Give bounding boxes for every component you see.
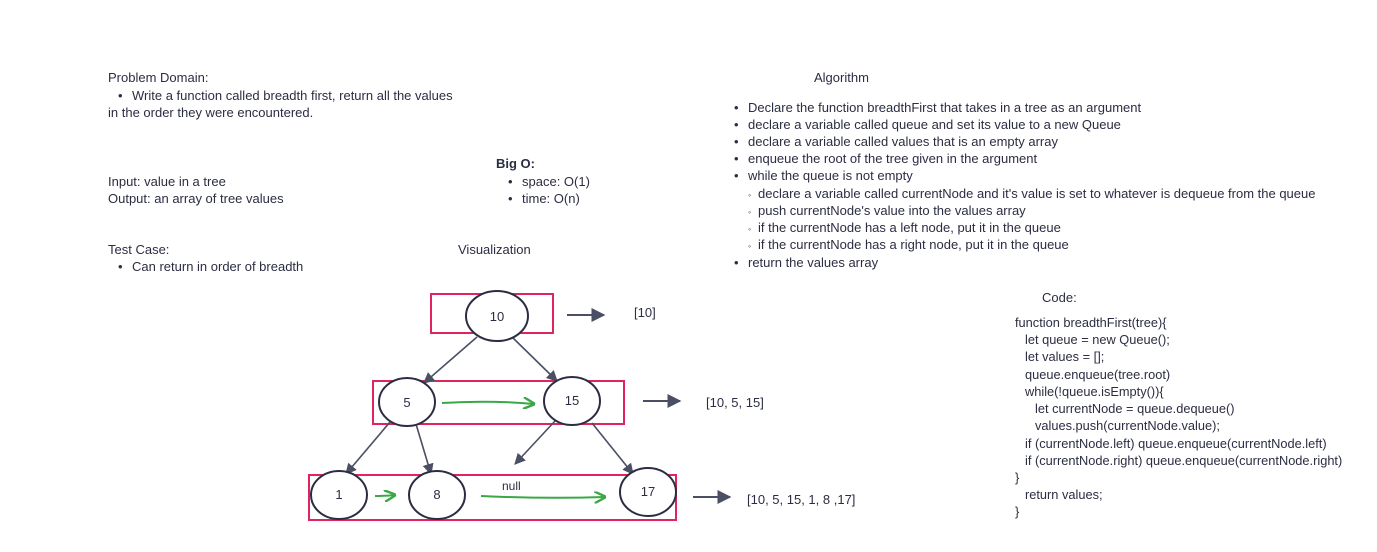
problem-domain-bullet: Write a function called breadth first, r… bbox=[118, 87, 453, 104]
code-line: return values; bbox=[1025, 487, 1103, 502]
algorithm-substep: push currentNode's value into the values… bbox=[748, 202, 1026, 221]
algorithm-step: declare a variable called queue and set … bbox=[734, 116, 1121, 133]
traversal-arrow bbox=[441, 402, 534, 404]
code-line: while(!queue.isEmpty()){ bbox=[1025, 384, 1164, 399]
code-line: } bbox=[1015, 504, 1020, 519]
tree-node bbox=[378, 377, 436, 427]
output-text: Output: an array of tree values bbox=[108, 191, 284, 206]
code-title: Code: bbox=[1042, 290, 1077, 305]
node-label: 15 bbox=[565, 393, 579, 408]
algorithm-step: enqueue the root of the tree given in th… bbox=[734, 150, 1037, 167]
null-label: null bbox=[502, 479, 521, 493]
algorithm-substep: if the currentNode has a left node, put … bbox=[748, 219, 1061, 238]
visualization-title: Visualization bbox=[458, 242, 531, 257]
test-case-title: Test Case: bbox=[108, 242, 170, 257]
tree-node bbox=[619, 467, 677, 517]
algorithm-step: declare a variable called values that is… bbox=[734, 133, 1058, 150]
big-o-item: space: O(1) bbox=[508, 173, 590, 190]
tree-node bbox=[408, 470, 466, 520]
big-o-item: time: O(n) bbox=[508, 190, 580, 207]
code-line: } bbox=[1015, 470, 1020, 485]
edge-15-null bbox=[514, 420, 556, 465]
tree-node bbox=[310, 470, 368, 520]
traversal-arrow bbox=[374, 495, 395, 496]
edge-15-17 bbox=[591, 422, 634, 475]
code-line: queue.enqueue(tree.root) bbox=[1025, 367, 1171, 382]
code-line: if (currentNode.right) queue.enqueue(cur… bbox=[1025, 453, 1343, 468]
code-line: function breadthFirst(tree){ bbox=[1015, 315, 1167, 330]
code-line: let values = []; bbox=[1025, 349, 1105, 364]
problem-domain-continuation: in the order they were encountered. bbox=[108, 105, 314, 120]
tree-node bbox=[465, 290, 529, 342]
result-label: [10, 5, 15] bbox=[706, 395, 764, 410]
result-label: [10] bbox=[634, 305, 656, 320]
algorithm-substep: if the currentNode has a right node, put… bbox=[748, 236, 1069, 255]
big-o-title: Big O: bbox=[496, 156, 535, 171]
level-1-box bbox=[372, 380, 625, 425]
edge-5-1 bbox=[345, 421, 391, 475]
result-label: [10, 5, 15, 1, 8 ,17] bbox=[747, 492, 855, 507]
test-case-item: Can return in order of breadth bbox=[118, 258, 303, 275]
node-label: 8 bbox=[433, 487, 440, 502]
node-label: 10 bbox=[490, 309, 504, 324]
algorithm-step: return the values array bbox=[734, 254, 878, 271]
code-line: if (currentNode.left) queue.enqueue(curr… bbox=[1025, 436, 1327, 451]
edge-10-5 bbox=[423, 336, 478, 384]
node-label: 5 bbox=[403, 395, 410, 410]
problem-domain-title: Problem Domain: bbox=[108, 70, 209, 85]
code-line: let currentNode = queue.dequeue() bbox=[1035, 401, 1235, 416]
code-line: values.push(currentNode.value); bbox=[1035, 418, 1220, 433]
algorithm-step: while the queue is not empty bbox=[734, 167, 913, 184]
algorithm-substep: declare a variable called currentNode an… bbox=[748, 185, 1315, 204]
traversal-arrow bbox=[480, 496, 605, 498]
problem-domain-text: Write a function called breadth first, r… bbox=[132, 88, 453, 103]
tree-node bbox=[543, 376, 601, 426]
node-label: 17 bbox=[641, 484, 655, 499]
edge-10-15 bbox=[511, 336, 558, 382]
algorithm-step: Declare the function breadthFirst that t… bbox=[734, 99, 1141, 116]
edge-5-8 bbox=[415, 423, 434, 476]
algorithm-title: Algorithm bbox=[814, 70, 869, 85]
code-line: let queue = new Queue(); bbox=[1025, 332, 1170, 347]
input-text: Input: value in a tree bbox=[108, 174, 226, 189]
node-label: 1 bbox=[335, 487, 342, 502]
